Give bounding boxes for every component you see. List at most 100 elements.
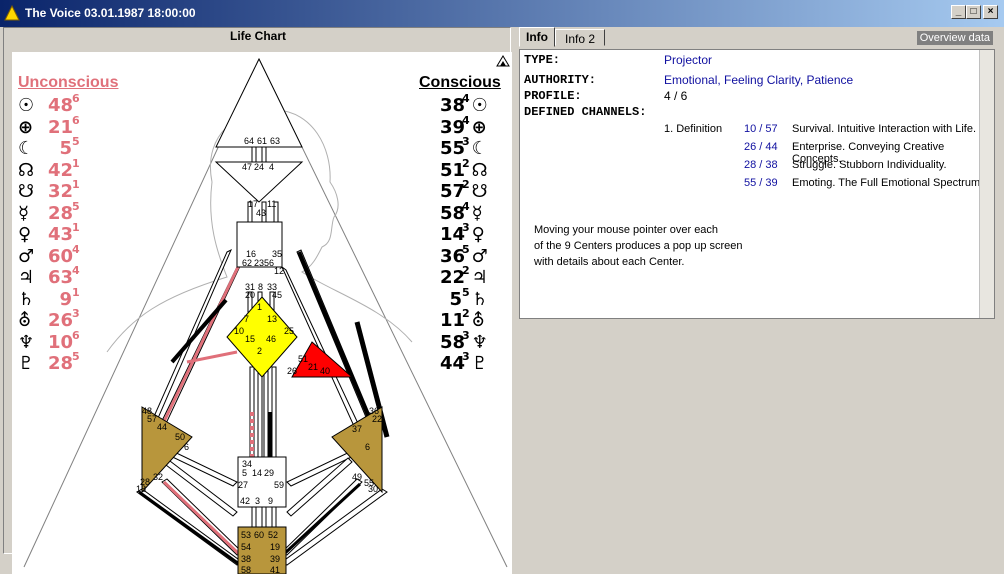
svg-text:2: 2 [257, 346, 262, 356]
svg-text:58: 58 [241, 565, 251, 574]
svg-text:43: 43 [256, 208, 266, 218]
conscious-row-venus: 143♀ [440, 221, 485, 245]
channel-gates: 55 / 39 [744, 177, 778, 189]
sun-icon: ☉ [18, 95, 35, 116]
ajna-center [214, 161, 304, 203]
conscious-row-jupiter: 222♃ [440, 264, 488, 288]
throat-center [236, 221, 283, 268]
info-content-panel: TYPE: Projector AUTHORITY: Emotional, Fe… [519, 49, 995, 319]
unconscious-gate: 48 [48, 95, 74, 116]
close-button[interactable]: × [983, 5, 998, 19]
svg-text:9: 9 [268, 496, 273, 506]
saturn-icon: ♄ [18, 288, 35, 310]
conscious-line: 5 [462, 242, 470, 256]
conscious-row-sun: 384☉ [440, 92, 488, 116]
conscious-gate: 57 [440, 181, 466, 202]
svg-text:54: 54 [241, 542, 251, 552]
svg-text:18: 18 [136, 484, 146, 494]
unconscious-gate: 43 [48, 224, 74, 245]
info-pane: Info Info 2 Overview data TYPE: Projecto… [515, 27, 1001, 554]
jupiter-icon: ♃ [471, 267, 488, 288]
svg-text:3: 3 [255, 496, 260, 506]
svg-text:41: 41 [270, 565, 280, 574]
unconscious-row-neptune: ♆106 [18, 328, 80, 353]
conscious-gate: 14 [440, 224, 466, 245]
unconscious-row-jupiter: ♃634 [18, 264, 80, 288]
vertical-scrollbar[interactable] [979, 50, 994, 318]
body-silhouette [106, 181, 228, 353]
unconscious-line: 6 [72, 328, 80, 342]
svg-text:64: 64 [244, 136, 254, 146]
conscious-row-north-node: 512☊ [440, 157, 488, 181]
svg-text:33: 33 [267, 282, 277, 292]
unconscious-row-south-node: ☋321 [18, 178, 80, 202]
svg-text:32: 32 [153, 472, 163, 482]
pluto-icon: ♇ [18, 353, 35, 374]
svg-text:26: 26 [287, 366, 297, 376]
svg-text:31: 31 [245, 282, 255, 292]
svg-text:28: 28 [140, 477, 150, 487]
unconscious-line: 6 [72, 113, 80, 127]
conscious-gate: 36 [440, 245, 466, 267]
channel-gates: 10 / 57 [744, 123, 778, 135]
overview-data-label[interactable]: Overview data [916, 31, 993, 45]
hint-line: with details about each Center. [534, 256, 685, 268]
svg-text:8: 8 [258, 282, 263, 292]
svg-text:13: 13 [267, 314, 277, 324]
hint-line: Moving your mouse pointer over each [534, 224, 719, 236]
svg-text:23: 23 [254, 258, 264, 268]
unconscious-line: 5 [72, 199, 80, 213]
conscious-gate: 38 [440, 95, 466, 116]
svg-text:62: 62 [242, 258, 252, 268]
authority-value: Emotional, Feeling Clarity, Patience [664, 73, 854, 87]
svg-text:51: 51 [298, 354, 308, 364]
svg-text:27: 27 [238, 480, 248, 490]
svg-text:6: 6 [365, 442, 370, 452]
conscious-line: 3 [462, 135, 470, 148]
conscious-line: 4 [462, 199, 470, 213]
north-node-icon: ☊ [471, 159, 488, 181]
unconscious-line: 5 [72, 350, 80, 363]
venus-icon: ♀ [471, 224, 485, 245]
conscious-row-mars: 365♂ [440, 242, 488, 267]
svg-text:46: 46 [266, 334, 276, 344]
svg-text:47: 47 [242, 162, 252, 172]
channel-description: Struggle. Stubborn Individuality. [792, 159, 947, 171]
channel-28-38-pink [162, 480, 241, 556]
head-center [215, 57, 303, 148]
pluto-icon: ♇ [471, 353, 488, 374]
unconscious-gate: 21 [48, 116, 74, 138]
conscious-gate: 44 [440, 353, 466, 374]
unconscious-line: 6 [72, 92, 80, 105]
sun-icon: ☉ [471, 95, 488, 116]
maximize-button[interactable]: □ [966, 5, 981, 19]
svg-text:57: 57 [147, 414, 157, 424]
svg-text:11: 11 [267, 199, 276, 209]
svg-text:36: 36 [369, 406, 379, 416]
neptune-icon: ♆ [471, 331, 488, 353]
svg-text:34: 34 [242, 459, 252, 469]
mars-icon: ♂ [471, 245, 488, 267]
conscious-line: 4 [462, 113, 470, 127]
unconscious-line: 1 [72, 285, 80, 299]
window-titlebar[interactable]: The Voice 03.01.1987 18:00:00 _ □ × [0, 0, 1004, 27]
center-hint-text: Moving your mouse pointer over each of t… [534, 222, 774, 270]
unconscious-gate: 5 [59, 138, 72, 159]
minimize-button[interactable]: _ [951, 5, 966, 19]
earth-icon: ⊕ [18, 116, 34, 138]
tab-info[interactable]: Info [519, 27, 555, 47]
unconscious-label: Unconscious [18, 74, 119, 91]
unconscious-line: 1 [72, 156, 80, 170]
unconscious-gate: 28 [48, 202, 74, 224]
conscious-gate: 58 [440, 202, 466, 224]
channel-gates: 26 / 44 [744, 141, 778, 153]
profile-value: 4 / 6 [664, 89, 688, 103]
svg-text:60: 60 [254, 530, 264, 540]
window-title: The Voice 03.01.1987 18:00:00 [25, 6, 196, 20]
uranus-icon: ⛢ [471, 310, 485, 331]
conscious-line: 3 [462, 221, 470, 234]
venus-icon: ♀ [18, 224, 32, 245]
tab-info-2[interactable]: Info 2 [555, 29, 605, 46]
tri-stack-icon [496, 55, 510, 67]
